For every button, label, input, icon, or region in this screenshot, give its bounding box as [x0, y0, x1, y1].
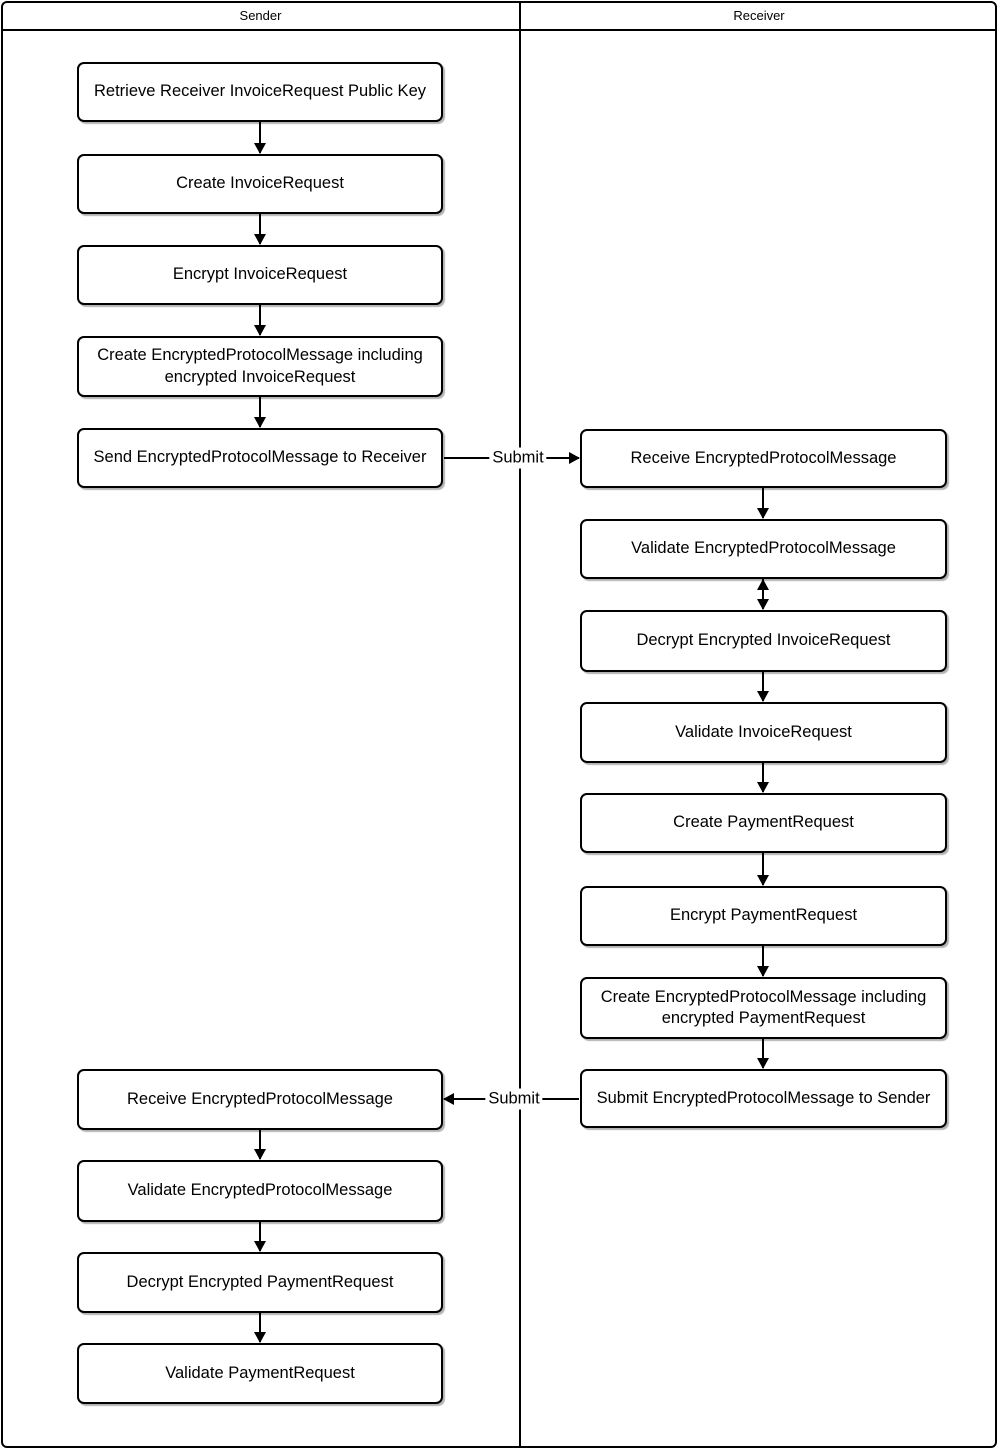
- arrow-down-icon: [757, 672, 769, 702]
- arrowhead-down: [254, 234, 266, 245]
- arrowhead-down: [757, 966, 769, 977]
- arrow-shaft: [259, 1130, 261, 1159]
- node-encrypt-paymentrequest: Encrypt PaymentRequest: [580, 886, 947, 946]
- arrow-shaft: [762, 1039, 764, 1068]
- lane-header-rule: [1, 29, 997, 31]
- node-create-encryptedprotocolmessage-invoicerequest: Create EncryptedProtocolMessage includin…: [77, 336, 443, 397]
- arrow-shaft: [259, 1222, 261, 1251]
- arrow-shaft: [259, 214, 261, 244]
- node-validate-encryptedprotocolmessage-sender: Validate EncryptedProtocolMessage: [77, 1160, 443, 1222]
- arrowhead-down: [254, 1332, 266, 1343]
- arrow-down-icon: [254, 1130, 266, 1160]
- node-validate-encryptedprotocolmessage-receiver: Validate EncryptedProtocolMessage: [580, 519, 947, 579]
- node-decrypt-encrypted-paymentrequest: Decrypt Encrypted PaymentRequest: [77, 1252, 443, 1313]
- node-receive-encryptedprotocolmessage-receiver: Receive EncryptedProtocolMessage: [580, 429, 947, 488]
- arrow-down-icon: [254, 214, 266, 245]
- arrow-updown-icon: [757, 579, 769, 610]
- arrow-down-icon: [254, 1222, 266, 1252]
- arrowhead-down: [254, 325, 266, 336]
- arrowhead-left: [443, 1093, 454, 1105]
- arrowhead-down: [757, 599, 769, 610]
- arrowhead-down: [254, 417, 266, 428]
- arrow-down-icon: [254, 305, 266, 336]
- arrowhead-down: [757, 508, 769, 519]
- node-send-encryptedprotocolmessage-to-receiver: Send EncryptedProtocolMessage to Receive…: [77, 428, 443, 488]
- lane-title-sender: Sender: [239, 7, 282, 23]
- arrowhead-up: [757, 579, 769, 590]
- node-submit-encryptedprotocolmessage-to-sender: Submit EncryptedProtocolMessage to Sende…: [580, 1069, 947, 1128]
- arrow-down-icon: [757, 946, 769, 977]
- edge-label-submit-to-receiver: Submit: [489, 447, 547, 469]
- arrowhead-down: [757, 691, 769, 702]
- node-decrypt-encrypted-invoicerequest: Decrypt Encrypted InvoiceRequest: [580, 610, 947, 672]
- arrow-down-icon: [757, 1039, 769, 1069]
- arrow-shaft: [259, 1313, 261, 1342]
- arrow-shaft: [762, 763, 764, 792]
- lane-divider: [519, 1, 521, 1448]
- arrow-down-icon: [254, 1313, 266, 1343]
- arrow-down-icon: [254, 397, 266, 428]
- arrowhead-down: [254, 1149, 266, 1160]
- arrowhead-down: [254, 143, 266, 154]
- arrowhead-down: [757, 875, 769, 886]
- arrow-shaft: [762, 853, 764, 885]
- arrow-shaft: [762, 579, 764, 609]
- node-retrieve-receiver-public-key: Retrieve Receiver InvoiceRequest Public …: [77, 62, 443, 122]
- arrow-shaft: [259, 122, 261, 153]
- lane-title-receiver: Receiver: [733, 7, 785, 23]
- node-create-invoicerequest: Create InvoiceRequest: [77, 154, 443, 214]
- node-create-paymentrequest: Create PaymentRequest: [580, 793, 947, 853]
- arrowhead-down: [757, 782, 769, 793]
- arrowhead-down: [757, 1058, 769, 1069]
- arrow-shaft: [259, 305, 261, 335]
- arrowhead-right: [569, 452, 580, 464]
- arrowhead-down: [254, 1241, 266, 1252]
- arrow-shaft: [762, 946, 764, 976]
- node-receive-encryptedprotocolmessage-sender: Receive EncryptedProtocolMessage: [77, 1069, 443, 1130]
- node-validate-paymentrequest: Validate PaymentRequest: [77, 1343, 443, 1404]
- arrow-down-icon: [757, 763, 769, 793]
- arrow-shaft: [762, 488, 764, 518]
- arrow-down-icon: [757, 853, 769, 886]
- arrow-shaft: [259, 397, 261, 427]
- arrow-down-icon: [254, 122, 266, 154]
- node-encrypt-invoicerequest: Encrypt InvoiceRequest: [77, 245, 443, 305]
- node-validate-invoicerequest: Validate InvoiceRequest: [580, 702, 947, 763]
- edge-label-submit-to-sender: Submit: [485, 1088, 543, 1110]
- arrow-down-icon: [757, 488, 769, 519]
- arrow-shaft: [762, 672, 764, 701]
- node-create-encryptedprotocolmessage-paymentrequest: Create EncryptedProtocolMessage includin…: [580, 977, 947, 1039]
